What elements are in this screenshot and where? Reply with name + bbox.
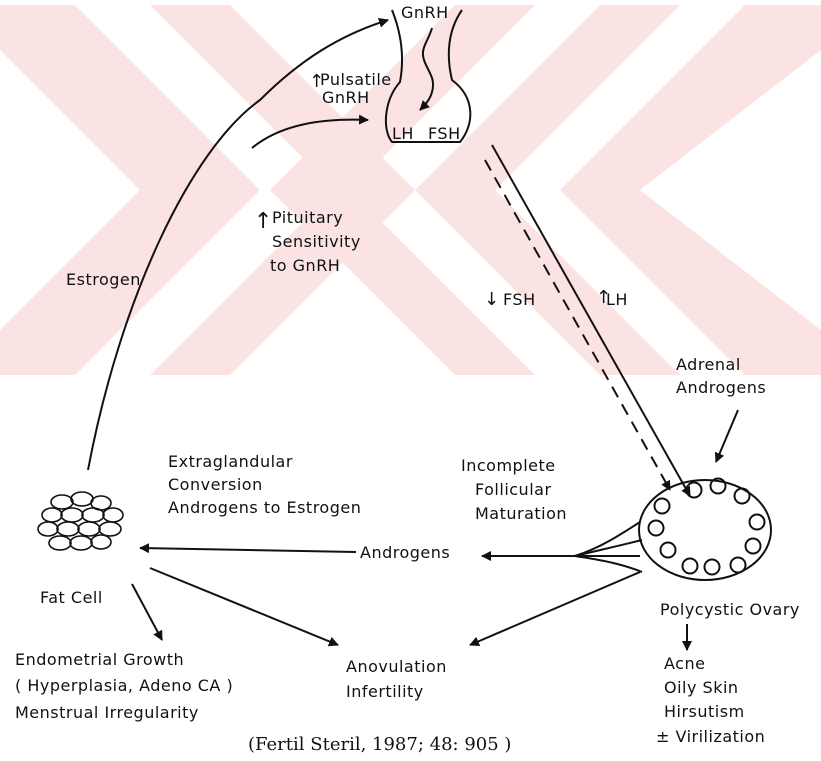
pulsatile-gnrh-label: GnRH	[322, 88, 370, 108]
pituitary-gland-icon	[386, 10, 470, 142]
pulsatile-label: Pulsatile	[320, 70, 392, 90]
fsh-dashed-line	[485, 160, 670, 490]
oily-skin-label: Oily Skin	[664, 678, 739, 698]
adrenal-label-1: Adrenal	[676, 355, 741, 375]
incomplete-label-3: Maturation	[475, 504, 567, 524]
fsh-label: FSH	[428, 124, 461, 144]
extraglandular-label-2: Conversion	[168, 475, 263, 495]
adrenal-arrow	[716, 410, 738, 462]
acne-label: Acne	[664, 654, 705, 674]
lh-up-label: LH	[606, 290, 628, 310]
up-arrow-icon: ↑	[254, 212, 273, 232]
fat-to-anovulation-arrow	[150, 568, 338, 645]
androgens-label: Androgens	[360, 543, 450, 563]
fat-cell-label: Fat Cell	[40, 588, 103, 608]
fsh-down-label: FSH	[503, 290, 536, 310]
virilization-label: ± Virilization	[656, 727, 765, 747]
pit-sens-label-2: Sensitivity	[272, 232, 361, 252]
ovary-to-anovulation-arrow	[470, 572, 640, 645]
pit-sens-label-1: Pituitary	[272, 208, 343, 228]
endometrial-label-2: ( Hyperplasia, Adeno CA )	[15, 676, 233, 696]
gnrh-label: GnRH	[401, 3, 449, 23]
infertility-label: Infertility	[346, 682, 424, 702]
polycystic-label: Polycystic Ovary	[660, 600, 800, 620]
endometrial-label-1: Endometrial Growth	[15, 650, 184, 670]
fat-to-endometrial-arrow	[132, 584, 162, 640]
incomplete-label-2: Follicular	[475, 480, 552, 500]
lh-label: LH	[392, 124, 414, 144]
anovulation-label: Anovulation	[346, 657, 447, 677]
down-arrow-icon: ↓	[484, 290, 500, 310]
incomplete-label-1: Incomplete	[461, 456, 556, 476]
fat-cell-cluster-icon	[38, 492, 123, 550]
pit-sens-label-3: to GnRH	[270, 256, 340, 276]
endometrial-label-3: Menstrual Irregularity	[15, 703, 199, 723]
hirsutism-label: Hirsutism	[664, 702, 745, 722]
polycystic-ovary-icon	[639, 479, 771, 581]
adrenal-label-2: Androgens	[676, 378, 766, 398]
extraglandular-label-1: Extraglandular	[168, 452, 293, 472]
gnrh-squiggle-arrow	[420, 28, 433, 110]
estrogen-to-pituitary-arrow	[252, 120, 368, 148]
extraglandular-label-3: Androgens to Estrogen	[168, 498, 361, 518]
lh-line	[492, 145, 690, 496]
estrogen-label: Estrogen	[66, 270, 141, 290]
citation: (Fertil Steril, 1987; 48: 905 )	[248, 734, 511, 756]
